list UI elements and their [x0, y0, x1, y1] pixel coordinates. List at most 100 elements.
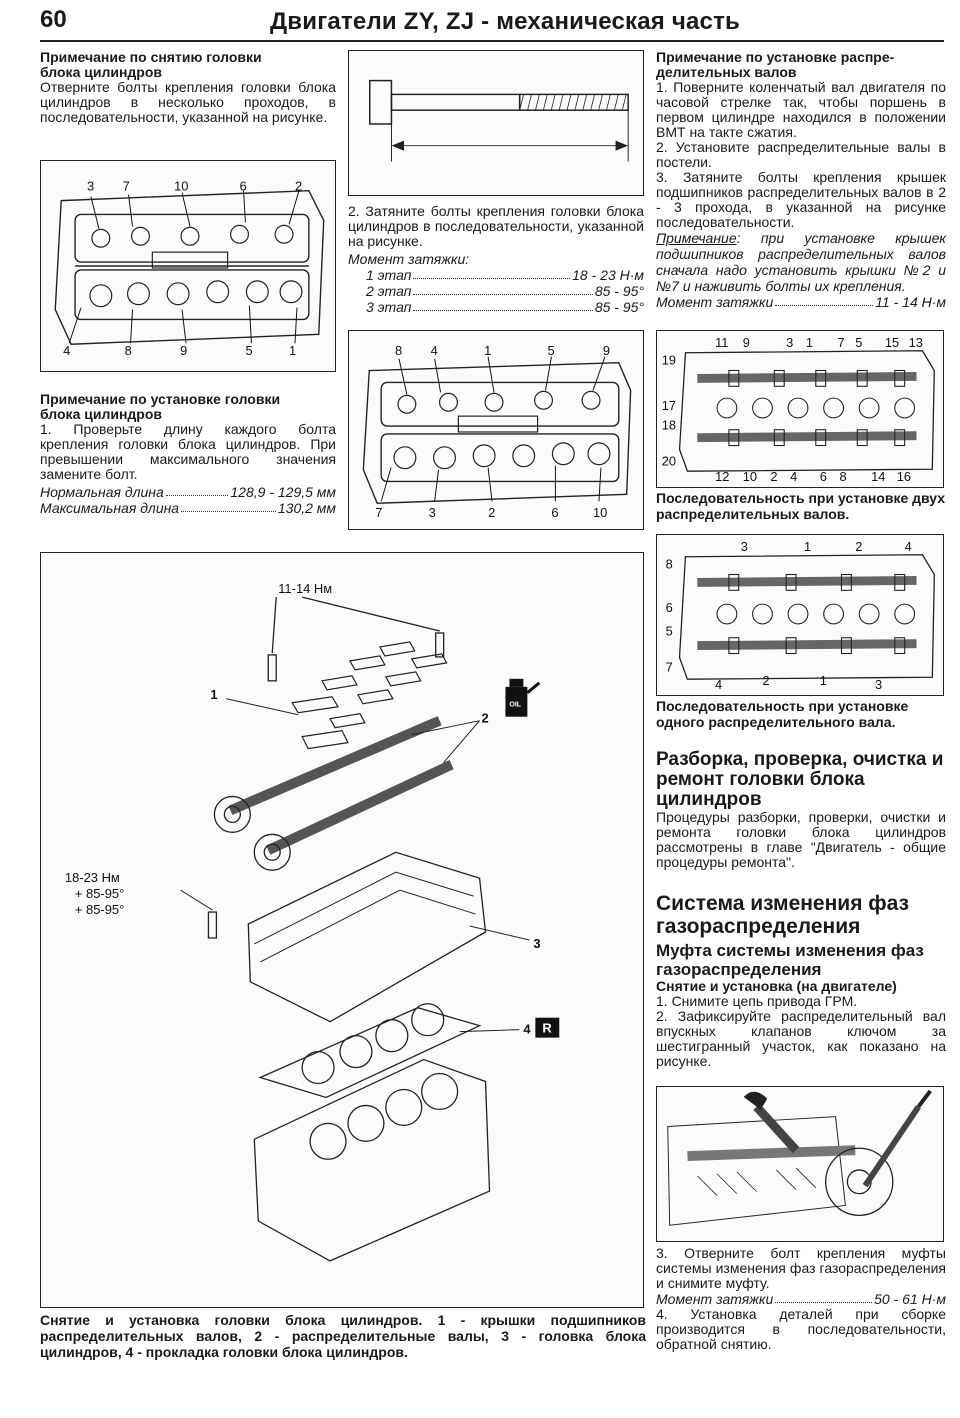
dot-leader — [413, 299, 593, 311]
cylinder-head-tighten-drawing: 8 4 1 5 9 7 3 2 6 10 — [362, 343, 632, 520]
two-cam-bottom-num-8: 16 — [897, 469, 911, 484]
vvt-step-3: 3. Отверните болт крепления муфты систем… — [656, 1245, 946, 1291]
wrench-fixing-figure — [656, 1086, 944, 1242]
callout-4: 4 — [523, 1022, 531, 1037]
dot-leader — [165, 484, 229, 496]
removal-bottom-num-5: 1 — [289, 343, 296, 358]
cylinder-head-top-view-drawing: 3 7 10 6 2 4 8 9 5 1 — [54, 179, 325, 358]
vvt-step-1: 1. Снимите цепь привода ГРМ. — [656, 993, 858, 1009]
page-number: 60 — [40, 6, 67, 33]
one-cam-top-num-4: 4 — [905, 539, 912, 554]
removal-bottom-num-2: 8 — [125, 343, 132, 358]
install-note-text: 1. Проверьте длину каждого болта креплен… — [40, 421, 336, 482]
vvt-step-4: 4. Установка деталей при сборке производ… — [656, 1306, 946, 1352]
r-label: R — [542, 1021, 552, 1036]
install-note-title-2: блока цилиндров — [40, 406, 163, 422]
one-cam-bottom-num-3: 1 — [820, 673, 827, 688]
two-cam-bottom-num-4: 4 — [790, 469, 797, 484]
header-rule — [40, 40, 944, 42]
disassembly-section: Разборка, проверка, очистка и ремонт гол… — [656, 750, 946, 870]
stage1-row: 1 этап 18 - 23 Н·м — [348, 267, 644, 283]
r-badge — [535, 1017, 560, 1038]
tighten-bottom-num-1: 7 — [375, 505, 382, 520]
removal-top-num-4: 6 — [240, 179, 247, 194]
vvt-torque-label: Момент затяжки — [656, 1291, 774, 1307]
one-cam-caption: Последовательность при установке одного … — [656, 698, 909, 730]
two-camshaft-drawing: 11 9 3 1 7 5 15 13 19 17 18 20 12 10 2 4… — [662, 335, 935, 484]
removal-sequence-figure: 3 7 10 6 2 4 8 9 5 1 — [40, 160, 336, 372]
two-cam-left-num-1: 19 — [662, 353, 676, 368]
normal-length-value: 128,9 - 129,5 мм — [230, 484, 336, 500]
two-cam-top-num-3: 3 — [786, 335, 793, 350]
one-cam-bottom-num-2: 2 — [762, 673, 769, 688]
vvt-section: Система изменения фаз газораспределения … — [656, 892, 946, 1069]
stage3-row: 3 этап 85 - 95° — [348, 299, 644, 315]
one-cam-top-num-3: 2 — [855, 539, 862, 554]
cam-note-remark: Примечание: при установке крышек подшипн… — [656, 230, 946, 294]
stage1-label: 1 этап — [366, 267, 412, 283]
two-cam-bottom-num-6: 8 — [839, 469, 846, 484]
wrench-on-camshaft-drawing — [667, 1089, 932, 1226]
stage3-label: 3 этап — [366, 299, 412, 315]
exploded-view-drawing: 11-14 Нм 18-23 Нм + 85-95° + 85-95° 1 2 … — [65, 581, 560, 1262]
normal-length-label: Нормальная длина — [40, 484, 164, 500]
two-cam-bottom-num-3: 2 — [770, 469, 777, 484]
two-cam-top-num-2: 9 — [743, 335, 750, 350]
install-note-title-1: Примечание по установке головки — [40, 391, 281, 407]
oil-label: OIL — [509, 702, 521, 709]
one-cam-sequence-figure: 3 1 2 4 8 6 5 7 4 2 1 3 — [656, 534, 944, 696]
stage1-value: 18 - 23 Н·м — [572, 267, 644, 283]
torque-bottom-label-2: + 85-95° — [75, 886, 124, 901]
dot-leader — [413, 283, 593, 295]
tighten-top-num-4: 5 — [547, 343, 554, 358]
cam-note-step-2: 2. Установите распределительные валы в п… — [656, 139, 946, 170]
callout-1: 1 — [210, 687, 217, 702]
removal-bottom-num-3: 9 — [180, 343, 187, 358]
max-length-row: Максимальная длина 130,2 мм — [40, 500, 336, 516]
cam-note-title-1: Примечание по установке распре- — [656, 49, 895, 65]
normal-length-row: Нормальная длина 128,9 - 129,5 мм — [40, 484, 336, 500]
tighten-top-num-5: 9 — [603, 343, 610, 358]
one-cam-left-num-1: 8 — [666, 557, 673, 572]
vvt-title: Система изменения фаз газораспределения — [656, 892, 910, 938]
dot-leader — [181, 500, 276, 512]
tighten-bottom-num-2: 3 — [429, 505, 436, 520]
two-cam-top-num-1: 11 — [715, 335, 728, 350]
removal-note-title-1: Примечание по снятию головки — [40, 49, 262, 65]
tighten-bottom-num-3: 2 — [488, 505, 495, 520]
vvt-removal-steps: 3. Отверните болт крепления муфты систем… — [656, 1246, 946, 1352]
one-cam-left-num-3: 5 — [666, 624, 673, 639]
two-cam-left-num-4: 20 — [662, 453, 676, 468]
stage3-value: 85 - 95° — [594, 299, 644, 315]
cam-install-note: Примечание по установке распре- делитель… — [656, 49, 946, 311]
two-cam-bottom-num-2: 10 — [743, 469, 757, 484]
cam-torque-row: Момент затяжки 11 - 14 Н·м — [656, 294, 946, 310]
torque-bottom-label-3: + 85-95° — [75, 902, 124, 917]
one-cam-bottom-num-1: 4 — [715, 677, 722, 692]
oil-can-icon — [505, 678, 541, 717]
two-cam-top-num-4: 1 — [806, 335, 813, 350]
two-cam-bottom-num-1: 12 — [715, 469, 729, 484]
tighten-top-num-1: 8 — [395, 343, 402, 358]
dot-leader — [775, 1291, 873, 1303]
two-cam-bottom-num-7: 14 — [871, 469, 885, 484]
vvt-torque-row: Момент затяжки 50 - 61 Н·м — [656, 1291, 946, 1307]
disassembly-title: Разборка, проверка, очистка и ремонт гол… — [656, 749, 944, 810]
two-cam-sequence-figure: 11 9 3 1 7 5 15 13 19 17 18 20 12 10 2 4… — [656, 330, 944, 488]
cam-note-step-3: 3. Затяните болты крепления крышек подши… — [656, 169, 946, 230]
removal-bottom-num-1: 4 — [63, 343, 70, 358]
two-cam-bottom-num-5: 6 — [820, 469, 827, 484]
dot-leader — [413, 267, 571, 279]
two-cam-left-num-2: 17 — [662, 398, 676, 413]
removal-note-title-2: блока цилиндров — [40, 64, 163, 80]
cam-torque-label: Момент затяжки — [656, 294, 774, 310]
one-camshaft-drawing: 3 1 2 4 8 6 5 7 4 2 1 3 — [666, 539, 935, 692]
one-cam-bottom-num-4: 3 — [875, 677, 882, 692]
one-cam-top-num-2: 1 — [804, 539, 811, 554]
tighten-sequence-figure: 8 4 1 5 9 7 3 2 6 10 — [348, 330, 644, 530]
cam-note-title-2: делительных валов — [656, 64, 797, 80]
two-cam-top-num-6: 5 — [855, 335, 862, 350]
torque-bottom-label-1: 18-23 Нм — [65, 870, 120, 885]
tighten-top-num-2: 4 — [431, 343, 438, 358]
tighten-bottom-num-5: 10 — [593, 505, 607, 520]
